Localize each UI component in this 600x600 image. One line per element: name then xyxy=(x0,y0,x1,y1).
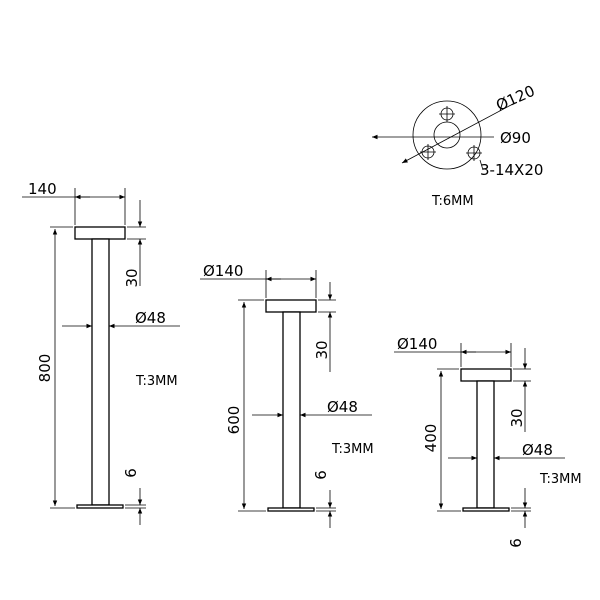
height-label: 800 xyxy=(36,354,54,383)
height-label: 400 xyxy=(422,424,440,453)
tube xyxy=(91,238,110,506)
flange-thickness-note: T:6MM xyxy=(431,194,474,209)
thickness-note: T:3MM xyxy=(135,374,178,389)
post-400: Ø140 400 30 Ø48 T:3MM 6 xyxy=(394,335,582,548)
flange-detail: Ø120 Ø90 3-14X20 T:6MM xyxy=(372,82,543,209)
base-plate xyxy=(76,504,124,509)
tube xyxy=(476,380,495,509)
post-800: 140 800 30 Ø48 T:3MM 6 xyxy=(22,180,180,525)
bolt-circle-label: Ø90 xyxy=(500,129,531,147)
outer-diameter-leader xyxy=(401,104,512,164)
plate-width-label: 140 xyxy=(28,180,57,198)
top-plate xyxy=(74,226,126,240)
holes-leader xyxy=(479,159,484,171)
tube-diameter-label: Ø48 xyxy=(327,398,358,416)
holes-label: 3-14X20 xyxy=(480,161,543,179)
thickness-note: T:3MM xyxy=(331,442,374,457)
plate-height-label: 30 xyxy=(508,408,526,427)
post-600: Ø140 600 30 Ø48 T:3MM 6 xyxy=(200,262,374,528)
plate-height-label: 30 xyxy=(313,340,331,359)
tube-diameter-label: Ø48 xyxy=(522,441,553,459)
base-plate xyxy=(462,507,510,512)
base-plate xyxy=(267,507,315,512)
plate-height-label: 30 xyxy=(123,268,141,287)
tube xyxy=(282,311,301,509)
outer-diameter-label: Ø120 xyxy=(493,82,537,115)
plate-width-label: Ø140 xyxy=(397,335,437,353)
top-plate xyxy=(460,368,512,382)
tube-diameter-label: Ø48 xyxy=(135,309,166,327)
base-height-label: 6 xyxy=(312,470,330,480)
base-height-label: 6 xyxy=(507,538,525,548)
height-label: 600 xyxy=(225,406,243,435)
thickness-note: T:3MM xyxy=(539,472,582,487)
flange-outer-circle xyxy=(412,100,482,170)
base-height-label: 6 xyxy=(122,468,140,478)
bolt-hole-crosshair xyxy=(439,106,455,122)
plate-width-label: Ø140 xyxy=(203,262,243,280)
top-plate xyxy=(265,299,317,313)
bolt-hole-crosshair xyxy=(466,145,482,161)
